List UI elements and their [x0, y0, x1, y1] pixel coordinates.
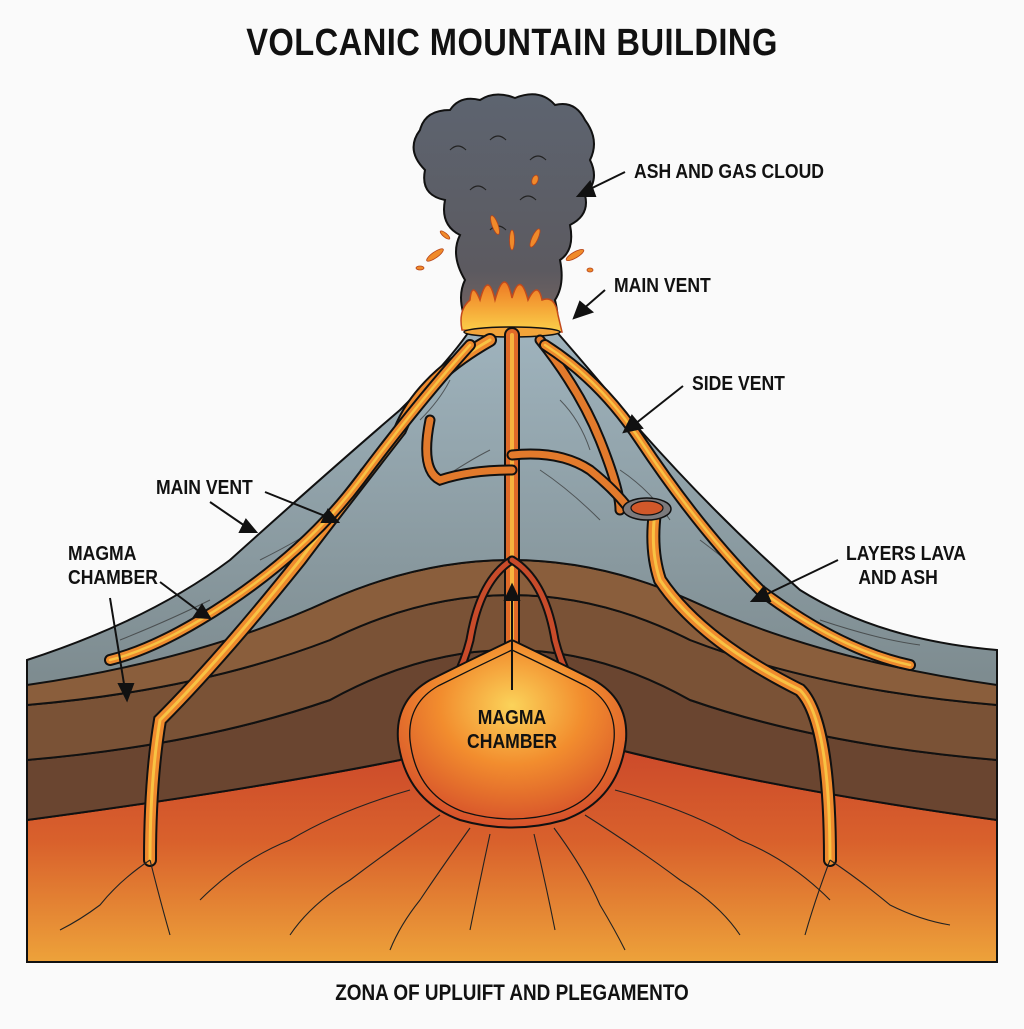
lava-spatter	[415, 174, 594, 273]
diagram-title: VOLCANIC MOUNTAIN BUILDING	[246, 22, 778, 64]
label-layers-line2: AND ASH	[858, 567, 938, 589]
magma-chamber-inner-outline	[409, 649, 615, 820]
magma-chamber	[396, 638, 628, 829]
ash-cloud	[412, 93, 595, 331]
label-main-vent-top: MAIN VENT	[614, 275, 711, 297]
diagram-footer: ZONA OF UPLUIFT AND PLEGAMENTO	[335, 980, 689, 1005]
label-ash-gas-cloud: ASH AND GAS CLOUD	[634, 161, 825, 183]
side-vent-crater	[622, 497, 672, 521]
label-side-vent: SIDE VENT	[692, 373, 785, 395]
lava-conduits	[104, 327, 916, 867]
label-magma-chamber-center-line1: MAGMA	[477, 707, 547, 729]
label-magma-chamber-left-line1: MAGMA	[68, 543, 137, 565]
eruption-lava-burst	[460, 281, 563, 333]
label-magma-chamber-center-line2: CHAMBER	[467, 731, 557, 753]
label-magma-chamber-center: MAGMA CHAMBER	[442, 706, 583, 754]
label-layers-lava-ash: LAYERS LAVA AND ASH	[846, 542, 966, 590]
label-magma-chamber-left: MAGMA CHAMBER	[68, 542, 158, 590]
label-layers-line1: LAYERS LAVA	[846, 543, 966, 565]
label-arrows	[109, 171, 839, 703]
mantle-cracks	[59, 789, 951, 951]
label-magma-chamber-left-line2: CHAMBER	[68, 567, 158, 589]
label-main-vent-left: MAIN VENT	[156, 477, 253, 499]
